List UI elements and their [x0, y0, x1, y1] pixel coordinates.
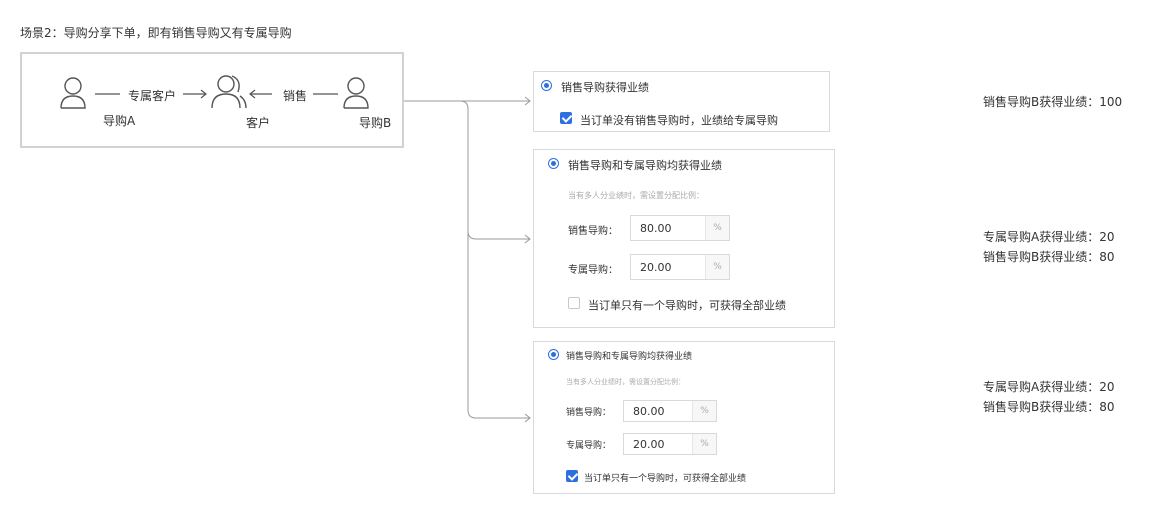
percent-unit: %: [705, 255, 729, 279]
exclusive-ratio-label: 专属导购：: [566, 441, 612, 451]
result-line: 专属导购A获得业绩：20: [983, 380, 1115, 394]
sales-ratio-input[interactable]: 80.00 %: [623, 400, 717, 422]
exclusive-ratio-input[interactable]: 20.00 %: [630, 254, 730, 280]
radio-label: 销售导购和专属导购均获得业绩: [568, 159, 722, 172]
sales-ratio-value: 80.00: [633, 404, 665, 418]
result-3: 专属导购A获得业绩：20 销售导购B获得业绩：80: [983, 377, 1115, 417]
radio-label: 销售导购和专属导购均获得业绩: [566, 352, 693, 362]
radio-button[interactable]: [548, 158, 559, 169]
sales-ratio-label: 销售导购：: [568, 226, 618, 237]
branch-lines: [404, 96, 531, 423]
exclusive-ratio-value: 20.00: [640, 260, 672, 274]
result-line: 销售导购B获得业绩：100: [983, 95, 1123, 109]
ratio-hint: 当有多人分业绩时，需设置分配比例：: [568, 191, 704, 200]
option-panel-3: 销售导购和专属导购均获得业绩 当有多人分业绩时，需设置分配比例： 销售导购： 8…: [533, 341, 835, 494]
radio-label: 销售导购获得业绩: [561, 81, 649, 94]
option-panel-2: 销售导购和专属导购均获得业绩 当有多人分业绩时，需设置分配比例： 销售导购： 8…: [533, 149, 835, 328]
option-panel-1: 销售导购获得业绩 当订单没有销售导购时，业绩给专属导购: [533, 71, 830, 132]
scenario-title: 场景2：导购分享下单，即有销售导购又有专属导购: [20, 26, 292, 40]
checkbox[interactable]: [560, 112, 572, 124]
exclusive-ratio-label: 专属导购：: [568, 265, 618, 276]
result-line: 专属导购A获得业绩：20: [983, 230, 1115, 244]
guide-b-label: 导购B: [359, 116, 392, 130]
sales-label: 销售: [283, 89, 308, 103]
checkbox-label: 当订单只有一个导购时，可获得全部业绩: [584, 474, 747, 484]
percent-unit: %: [692, 434, 716, 454]
exclusive-ratio-value: 20.00: [633, 437, 665, 451]
checkbox[interactable]: [566, 470, 578, 482]
radio-button[interactable]: [541, 80, 552, 91]
customer-label: 客户: [246, 116, 271, 130]
sales-ratio-input[interactable]: 80.00 %: [630, 215, 730, 241]
sales-ratio-value: 80.00: [640, 221, 672, 235]
exclusive-ratio-input[interactable]: 20.00 %: [623, 433, 717, 455]
sales-ratio-label: 销售导购：: [566, 408, 612, 418]
checkbox-label: 当订单没有销售导购时，业绩给专属导购: [580, 114, 778, 127]
guide-a-label: 导购A: [103, 114, 136, 128]
result-line: 销售导购B获得业绩：80: [983, 400, 1115, 414]
percent-unit: %: [692, 401, 716, 421]
checkbox[interactable]: [568, 297, 580, 309]
ratio-hint: 当有多人分业绩时，需设置分配比例：: [566, 378, 685, 386]
checkbox-label: 当订单只有一个导购时，可获得全部业绩: [588, 299, 786, 312]
flow-diagram-box: [20, 52, 404, 148]
percent-unit: %: [705, 216, 729, 240]
result-2: 专属导购A获得业绩：20 销售导购B获得业绩：80: [983, 227, 1115, 267]
radio-button[interactable]: [548, 349, 559, 360]
result-1: 销售导购B获得业绩：100: [983, 92, 1122, 112]
exclusive-customer-label: 专属客户: [128, 89, 177, 103]
result-line: 销售导购B获得业绩：80: [983, 250, 1115, 264]
